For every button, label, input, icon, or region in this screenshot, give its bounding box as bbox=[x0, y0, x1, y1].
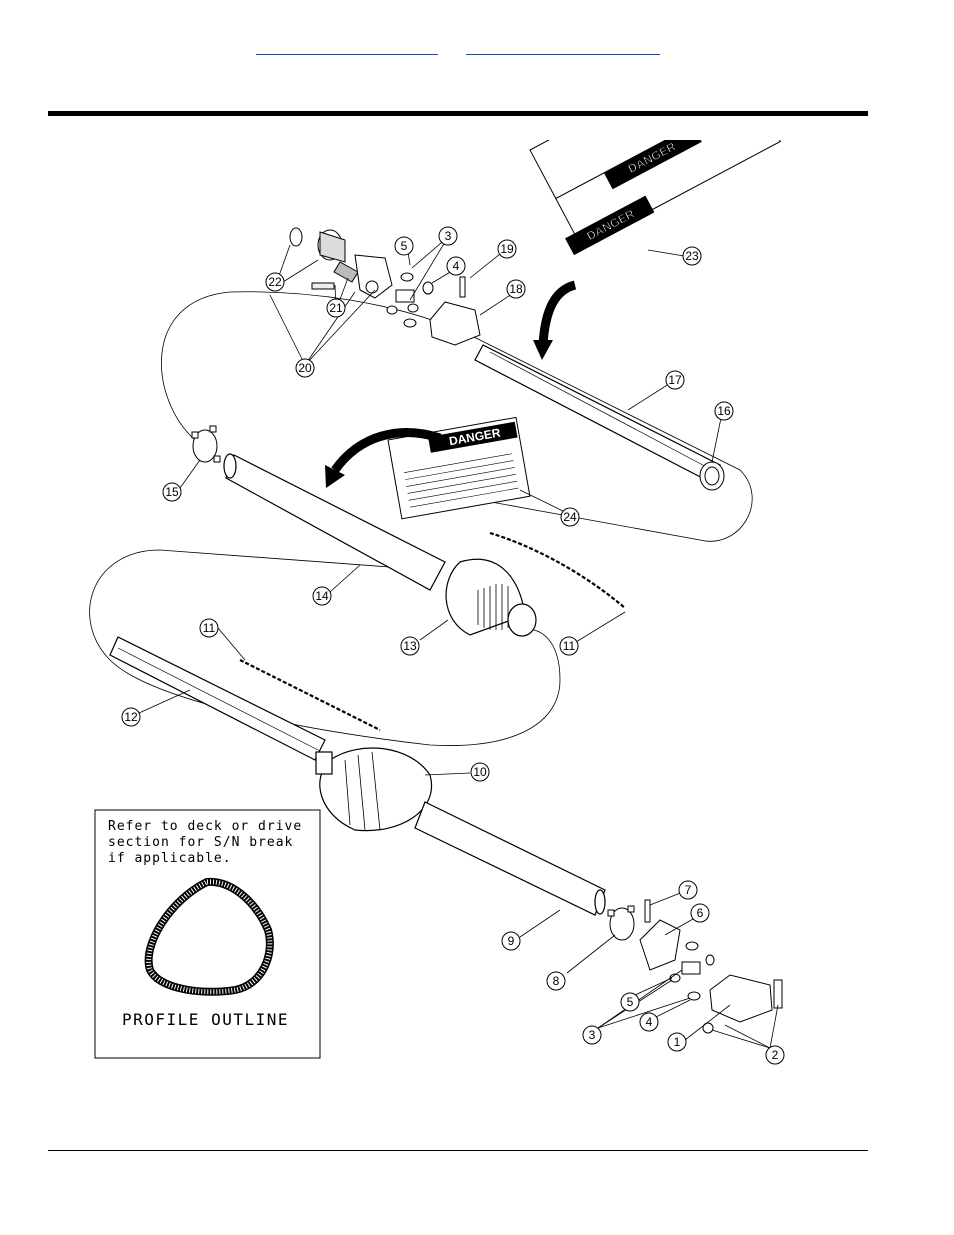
inset-title: PROFILE OUTLINE bbox=[122, 1010, 289, 1029]
snap-ring bbox=[289, 227, 303, 247]
callout-label: 4 bbox=[453, 259, 460, 273]
callout-11a bbox=[559, 636, 579, 656]
bolt bbox=[773, 979, 783, 1009]
inner-yoke-upper bbox=[429, 301, 481, 346]
callout-label: 19 bbox=[500, 242, 514, 256]
callout-11b bbox=[199, 618, 219, 638]
callout-9 bbox=[501, 931, 521, 951]
header-link-2[interactable] bbox=[466, 40, 660, 55]
callout-labels: 1 2 3 4 5 6 7 8 9 10 11 11 12 13 14 15 1… bbox=[124, 229, 778, 1062]
callout-8 bbox=[546, 971, 566, 991]
outer-tube-lower bbox=[414, 801, 606, 916]
nut bbox=[702, 1022, 714, 1034]
cross-bearing-upper bbox=[386, 272, 434, 328]
callout-19 bbox=[497, 239, 517, 259]
roll-pin-lower bbox=[644, 899, 651, 923]
quick-pin bbox=[333, 261, 359, 283]
callout-label: 12 bbox=[124, 710, 138, 724]
callout-10 bbox=[470, 762, 490, 782]
inset-note-line-2: section for S/N break bbox=[108, 835, 293, 850]
exploded-parts-diagram: DANGER DANGER DANGER DANGER bbox=[80, 140, 800, 1080]
callout-label: 17 bbox=[668, 373, 682, 387]
callout-4-upper bbox=[446, 256, 466, 276]
outer-yoke-assembly bbox=[289, 227, 393, 299]
callout-label: 6 bbox=[697, 906, 704, 920]
callout-label: 8 bbox=[553, 974, 560, 988]
callout-label: 14 bbox=[315, 589, 329, 603]
callout-label: 22 bbox=[268, 275, 282, 289]
callout-label: 3 bbox=[445, 229, 452, 243]
danger-decal-strip: DANGER DANGER DANGER bbox=[529, 140, 781, 256]
callout-14 bbox=[312, 586, 332, 606]
callout-21 bbox=[326, 298, 346, 318]
callout-label: 21 bbox=[329, 301, 343, 315]
inner-yoke-lower bbox=[639, 919, 681, 971]
callout-label: 24 bbox=[563, 510, 577, 524]
decal-arrow-lower bbox=[331, 428, 442, 473]
danger-decal-label: DANGER bbox=[387, 416, 531, 520]
callout-label: 18 bbox=[509, 282, 523, 296]
callout-label: 3 bbox=[589, 1028, 596, 1042]
safety-chain-upper bbox=[489, 531, 626, 609]
safety-shield-lower bbox=[315, 747, 433, 832]
callout-22 bbox=[265, 272, 285, 292]
outer-profile-tube bbox=[223, 453, 446, 591]
callout-label: 1 bbox=[674, 1035, 681, 1049]
callout-label: 15 bbox=[165, 485, 179, 499]
callout-23 bbox=[682, 246, 702, 266]
cross-bearing-lower bbox=[669, 941, 715, 1001]
callout-17 bbox=[665, 370, 685, 390]
inset-note-line-1: Refer to deck or drive bbox=[108, 819, 302, 834]
callout-24 bbox=[560, 507, 580, 527]
callout-18 bbox=[506, 279, 526, 299]
callout-12 bbox=[121, 707, 141, 727]
inset-note-line-3: if applicable. bbox=[108, 851, 232, 866]
bearing-ring-lower bbox=[607, 905, 635, 941]
callout-label: 5 bbox=[627, 995, 634, 1009]
callout-4 bbox=[639, 1012, 659, 1032]
callout-2 bbox=[765, 1045, 785, 1065]
callout-20 bbox=[295, 358, 315, 378]
callout-label: 9 bbox=[508, 934, 515, 948]
callout-15 bbox=[162, 482, 182, 502]
callout-label: 4 bbox=[646, 1015, 653, 1029]
bearing-ring-upper bbox=[191, 425, 221, 463]
header-links bbox=[0, 40, 954, 60]
callout-16 bbox=[714, 401, 734, 421]
yoke-lower bbox=[709, 974, 773, 1023]
callout-label: 7 bbox=[685, 883, 692, 897]
header-rule bbox=[48, 111, 868, 116]
bushing bbox=[699, 461, 725, 491]
roll-pin-upper bbox=[459, 276, 466, 298]
pin-bolt bbox=[311, 282, 335, 290]
callout-label: 2 bbox=[772, 1048, 779, 1062]
safety-chain-lower bbox=[239, 659, 381, 731]
callout-label: 10 bbox=[473, 765, 487, 779]
callout-label: 5 bbox=[401, 239, 408, 253]
yoke-outer bbox=[354, 254, 393, 299]
safety-shield-upper bbox=[445, 558, 537, 637]
profile-inset: Refer to deck or drive section for S/N b… bbox=[94, 809, 321, 1059]
callout-label: 20 bbox=[298, 361, 312, 375]
callout-3 bbox=[582, 1025, 602, 1045]
guide-loop-lower bbox=[89, 549, 561, 746]
callout-6 bbox=[690, 903, 710, 923]
callout-label: 16 bbox=[717, 404, 731, 418]
callout-label: 13 bbox=[403, 639, 417, 653]
footer-rule bbox=[48, 1150, 868, 1151]
callout-7 bbox=[678, 880, 698, 900]
inner-tube-lower bbox=[109, 636, 326, 761]
callouts bbox=[121, 226, 785, 1065]
callout-1 bbox=[667, 1032, 687, 1052]
decal-arrow-upper bbox=[538, 280, 577, 346]
callout-13 bbox=[400, 636, 420, 656]
header-link-1[interactable] bbox=[256, 40, 438, 55]
callout-label: 11 bbox=[203, 621, 216, 635]
callout-5 bbox=[620, 992, 640, 1012]
callout-label: 11 bbox=[563, 639, 576, 653]
callout-5-upper bbox=[394, 236, 414, 256]
callout-label: 23 bbox=[685, 249, 699, 263]
callout-3-upper bbox=[438, 226, 458, 246]
